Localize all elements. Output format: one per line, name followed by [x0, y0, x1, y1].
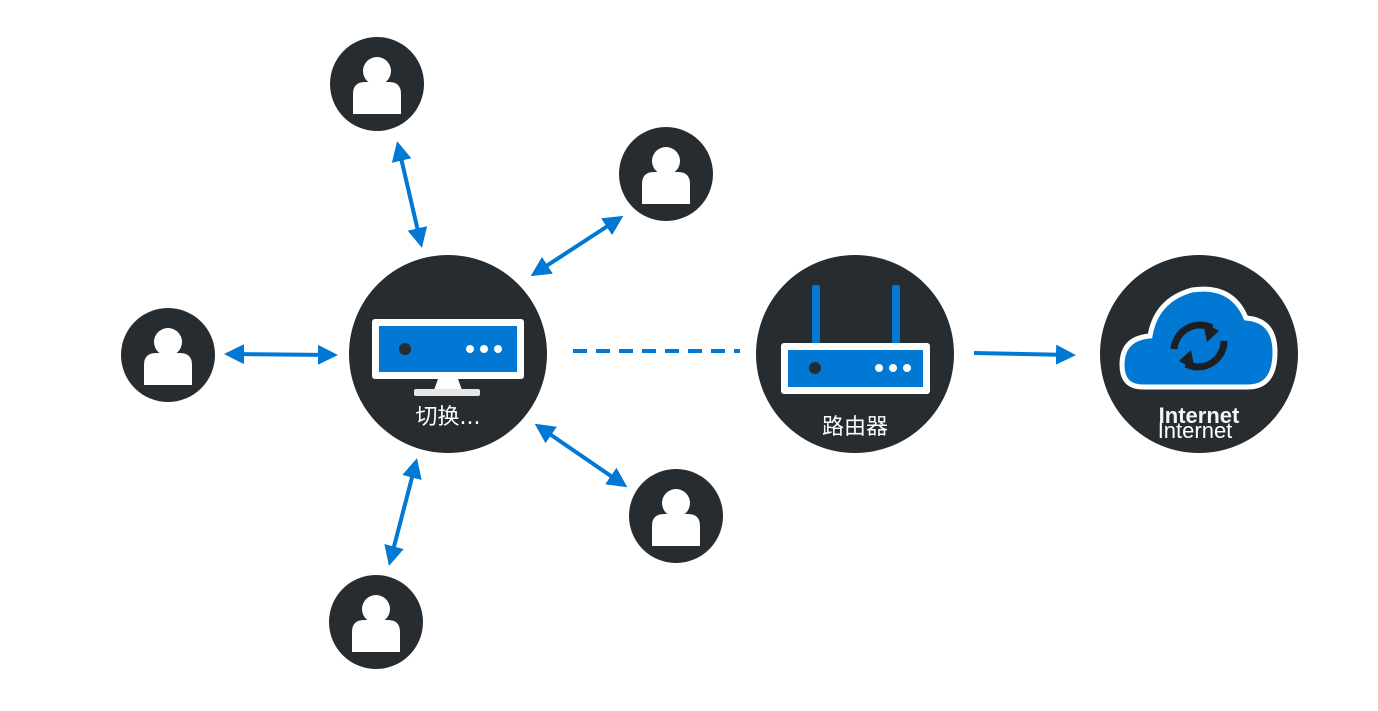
link-switch-user-top: [391, 141, 428, 248]
router-node: 路由器: [756, 255, 954, 453]
link-switch-user-lower-right: [534, 423, 628, 488]
internet-label-shadow: Internet: [1159, 403, 1240, 428]
internet-label: Internet: [1158, 418, 1233, 443]
connections: [224, 141, 1076, 566]
user-lower-right: [629, 469, 723, 563]
cloud-sync-icon: [1119, 286, 1278, 390]
link-router-internet: [973, 344, 1076, 365]
user-bottom: [329, 575, 423, 669]
user-top: [330, 37, 424, 131]
user-upper-right: [619, 127, 713, 221]
link-switch-user-left: [224, 344, 338, 365]
router-label: 路由器: [822, 415, 888, 440]
switch-node: 切换...: [349, 255, 547, 453]
user-left: [121, 308, 215, 402]
link-switch-user-upper-right: [530, 215, 624, 277]
switch-device-icon: [372, 319, 524, 396]
switch-label: 切换...: [416, 405, 481, 430]
internet-node: Internet Internet: [1100, 255, 1298, 453]
link-switch-user-bottom: [384, 458, 422, 566]
router-icon: [781, 285, 930, 394]
